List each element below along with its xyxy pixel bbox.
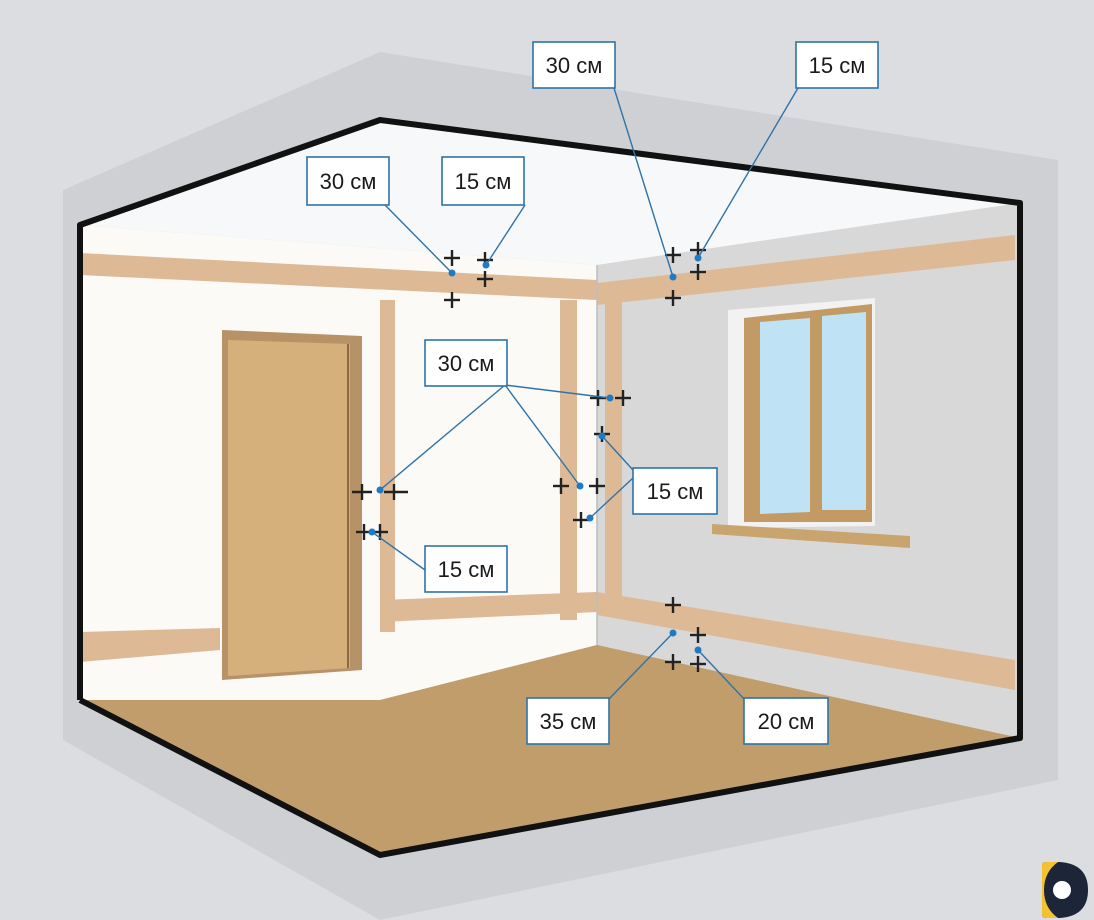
wiring-channels (80, 235, 1015, 690)
socket-mark (665, 247, 681, 263)
label-text: 15 см (455, 169, 512, 194)
label-ceiling-right-30: 30 см (532, 41, 616, 89)
socket-mark (384, 484, 408, 500)
socket-mark (477, 271, 493, 287)
socket-mark (690, 264, 706, 280)
socket-mark (615, 390, 631, 406)
socket-mark (553, 478, 569, 494)
label-text: 15 см (438, 557, 495, 582)
socket-mark (665, 290, 681, 306)
socket-marks (352, 242, 706, 672)
label-corner-15: 15 см (632, 467, 718, 515)
label-text: 30 см (320, 169, 377, 194)
label-corner-30: 30 см (424, 339, 508, 387)
label-ceiling-right-15: 15 см (795, 41, 879, 89)
label-text: 35 см (540, 709, 597, 734)
window (712, 298, 910, 548)
socket-mark (573, 512, 589, 528)
socket-mark (589, 478, 605, 494)
socket-mark (352, 484, 372, 500)
socket-mark (590, 390, 606, 406)
label-text: 20 см (758, 709, 815, 734)
label-floor-35: 35 см (526, 697, 610, 745)
label-floor-20: 20 см (743, 697, 829, 745)
socket-mark (690, 656, 706, 672)
label-text: 15 см (647, 479, 704, 504)
logo-icon (1042, 862, 1088, 918)
room-outline (77, 117, 1023, 858)
leader-lines (368, 87, 799, 701)
label-text: 30 см (546, 53, 603, 78)
door (222, 330, 362, 680)
label-ceiling-left-30: 30 см (306, 156, 390, 206)
socket-mark (444, 292, 460, 308)
socket-mark (665, 654, 681, 670)
socket-mark (665, 597, 681, 613)
socket-mark (444, 250, 460, 266)
label-text: 15 см (809, 53, 866, 78)
label-text: 30 см (438, 351, 495, 376)
socket-mark (690, 627, 706, 643)
label-ceiling-left-15: 15 см (441, 156, 525, 206)
label-door-15: 15 см (424, 545, 508, 593)
